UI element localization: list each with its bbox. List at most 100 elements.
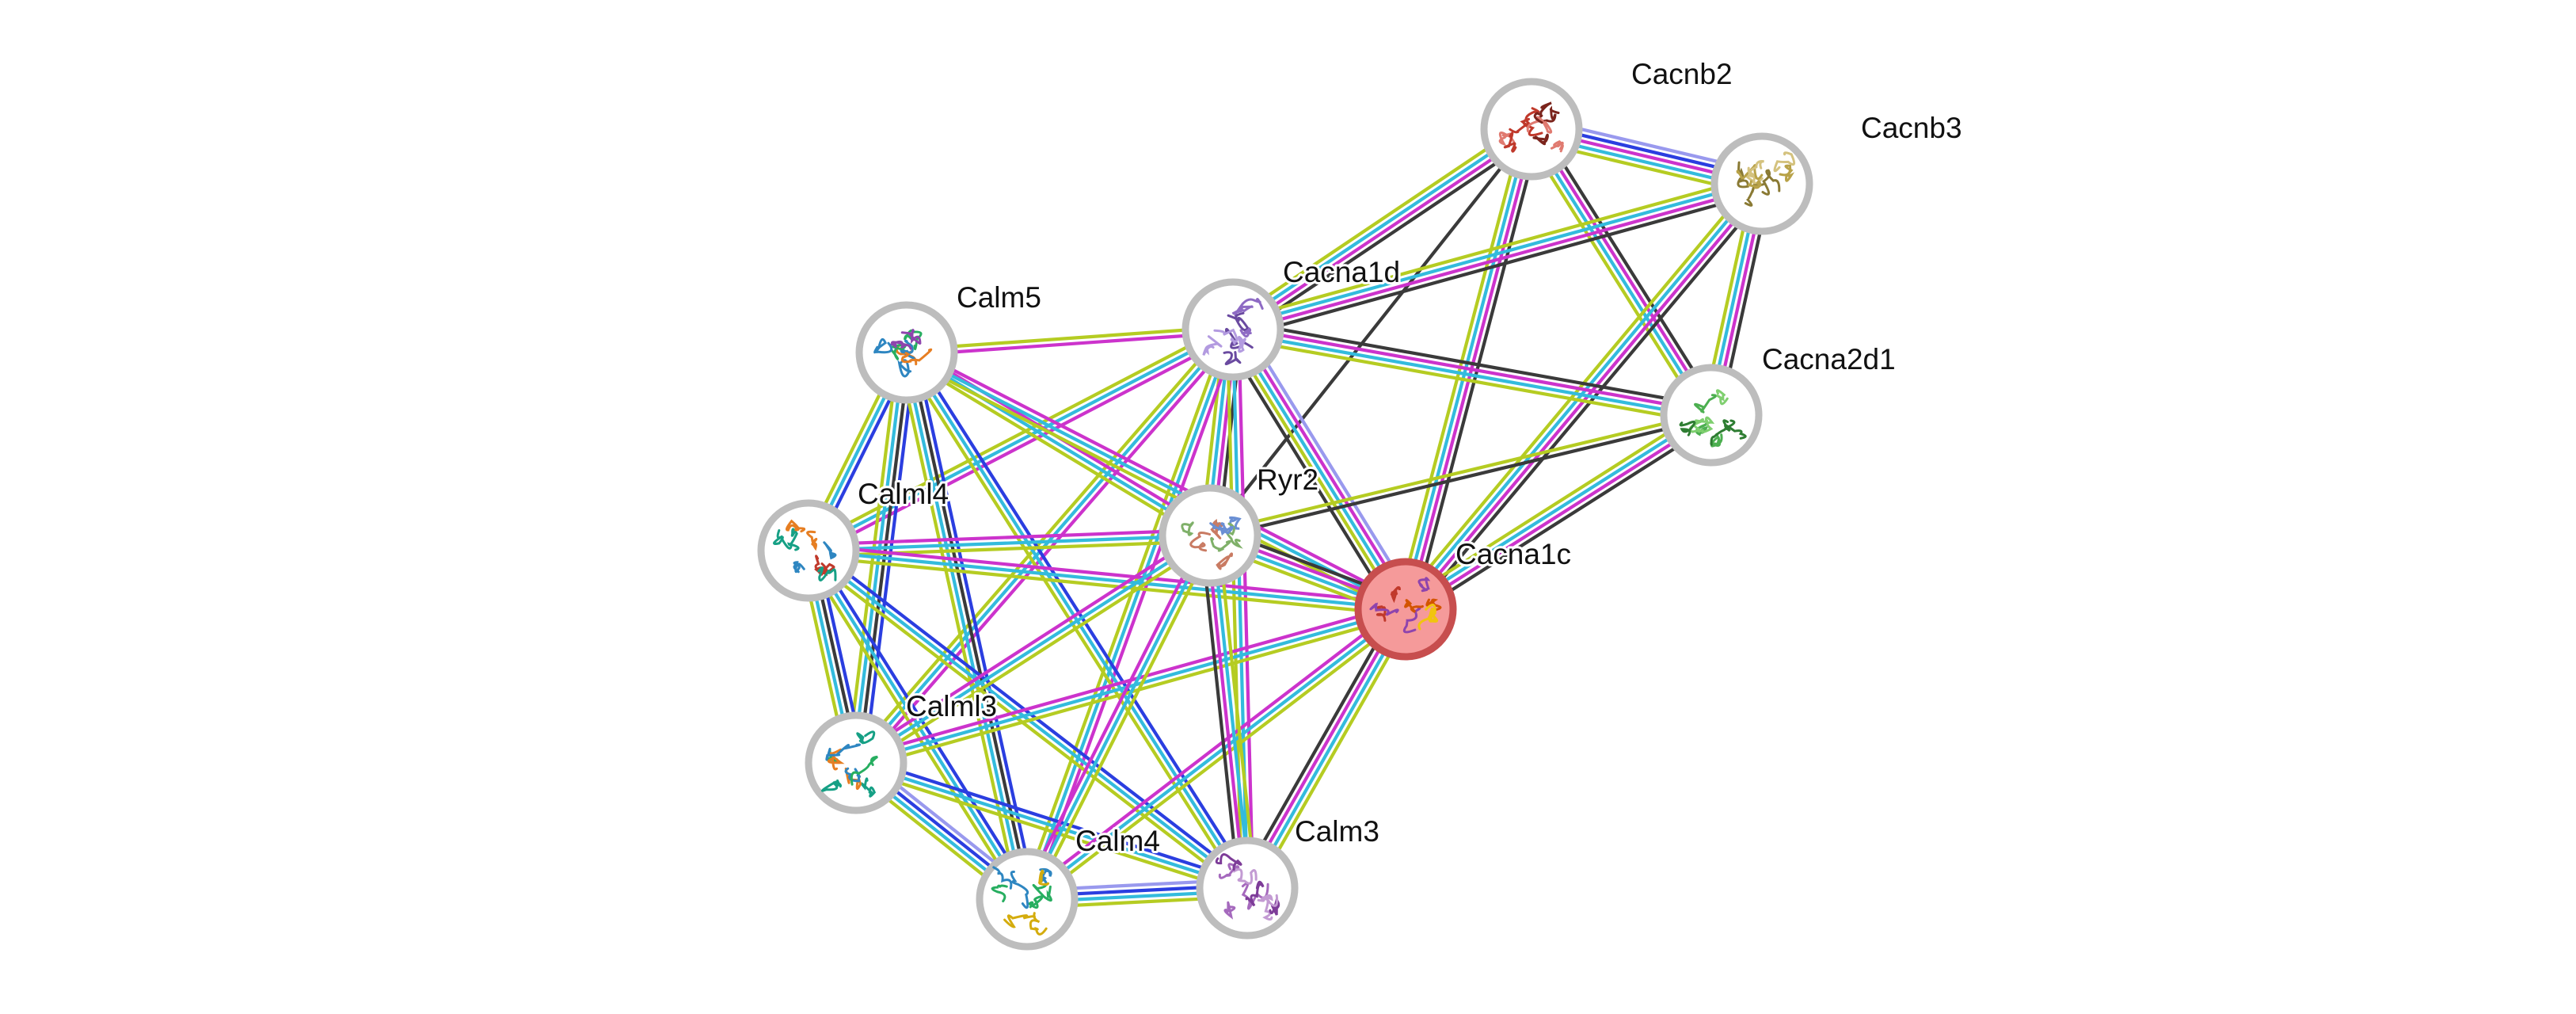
edge-cacna2d1-cacna1c[interactable]	[1400, 406, 1717, 618]
structure-strand	[860, 777, 877, 798]
edge-strand	[804, 554, 1245, 894]
structure-strand	[823, 541, 837, 560]
edges-layer	[798, 116, 1772, 909]
edge-calm5-cacna1c[interactable]	[903, 345, 1410, 616]
structure-strand	[873, 337, 893, 354]
edge-cacna1d-cacna2d1[interactable]	[1231, 319, 1714, 425]
node-ryr2[interactable]: Ryr2	[1159, 461, 1321, 587]
structure-strand	[1213, 328, 1239, 345]
edge-strand	[906, 325, 1233, 352]
edge-calm3-ryr2[interactable]	[1200, 534, 1258, 890]
structure-strand	[817, 566, 837, 581]
edge-strand	[858, 332, 1239, 768]
edge-strand	[854, 534, 1212, 764]
edge-strand	[1205, 536, 1246, 889]
edge-strand	[1234, 319, 1714, 409]
edge-strand	[1208, 128, 1533, 537]
protein-structure-icon	[1679, 389, 1747, 448]
edge-strand	[1025, 329, 1235, 900]
structure-strand	[1216, 552, 1234, 570]
structure-strand	[1747, 160, 1764, 177]
node-circle[interactable]	[1354, 558, 1457, 661]
edge-calml4-cacna1c[interactable]	[808, 543, 1406, 617]
structure-strand	[1390, 586, 1401, 604]
edge-strand	[1233, 325, 1713, 414]
edge-strand	[851, 529, 1208, 760]
edge-strand	[1236, 326, 1412, 608]
node-circle[interactable]	[757, 499, 860, 602]
structure-strand	[1773, 151, 1796, 173]
structure-strand	[1210, 536, 1231, 552]
node-label: Ryr2	[1257, 463, 1318, 496]
edge-strand	[1532, 126, 1715, 415]
node-label: Cacna1d	[1283, 256, 1400, 288]
edge-cacnb2-cacna2d1[interactable]	[1523, 124, 1720, 421]
edge-strand	[1221, 334, 1398, 616]
edge-strand	[1029, 612, 1410, 905]
edge-cacna1d-calm5[interactable]	[906, 325, 1234, 357]
structure-strand	[1498, 132, 1516, 147]
node-calm4[interactable]: Calm4	[976, 822, 1162, 951]
structure-strand	[1404, 599, 1424, 613]
structure-strand	[1181, 521, 1194, 536]
structure-strand	[1520, 117, 1543, 137]
node-calml4[interactable]: Calml4	[757, 475, 951, 602]
edge-cacnb2-ryr2[interactable]	[1208, 128, 1533, 537]
structure-strand	[825, 743, 861, 761]
node-cacna1c[interactable]: Cacna1c	[1354, 536, 1573, 661]
node-label: Calml4	[858, 478, 949, 510]
protein-structure-icon	[991, 866, 1052, 936]
edge-strand	[1238, 604, 1400, 885]
protein-structure-icon	[1181, 516, 1243, 570]
structure-strand	[1223, 351, 1242, 366]
node-cacnb2[interactable]: Cacnb2	[1480, 55, 1735, 181]
edge-strand	[1237, 329, 1255, 888]
node-circle[interactable]	[1660, 364, 1763, 467]
edge-cacna1d-cacna1c[interactable]	[1221, 322, 1417, 616]
edge-calm3-cacna1c[interactable]	[1238, 604, 1415, 894]
node-label: Calml3	[906, 690, 997, 722]
edge-calml4-ryr2[interactable]	[808, 528, 1211, 558]
node-cacna2d1[interactable]: Cacna2d1	[1660, 341, 1898, 467]
node-calml3[interactable]: Calml3	[805, 688, 999, 814]
structure-strand	[1027, 895, 1044, 909]
structure-strand	[1709, 433, 1723, 448]
edge-strand	[808, 528, 1210, 547]
node-cacna1d[interactable]: Cacna1d	[1181, 254, 1402, 381]
structure-strand	[1260, 894, 1279, 907]
node-label: Cacna1c	[1455, 538, 1571, 570]
structure-strand	[1227, 311, 1250, 332]
structure-strand	[787, 526, 800, 551]
edge-calml3-ryr2[interactable]	[851, 529, 1215, 769]
edge-strand	[903, 356, 1404, 616]
edge-strand	[1523, 132, 1706, 421]
node-circle[interactable]	[1159, 484, 1261, 587]
node-calm3[interactable]: Calm3	[1196, 813, 1382, 940]
edge-calm4-cacna1c[interactable]	[1022, 603, 1410, 905]
node-label: Cacnb3	[1861, 112, 1962, 144]
edge-strand	[808, 533, 1211, 553]
edge-strand	[1230, 173, 1760, 323]
structure-strand	[1761, 169, 1781, 196]
edge-cacnb2-cacna1d[interactable]	[1227, 120, 1538, 338]
edge-strand	[1409, 421, 1717, 618]
node-circle[interactable]	[805, 711, 907, 814]
edge-cacnb3-cacna1d[interactable]	[1230, 173, 1765, 340]
edge-strand	[1025, 535, 1212, 900]
structure-strand	[793, 561, 805, 574]
edge-strand	[1231, 328, 1407, 611]
structure-strand	[1736, 164, 1764, 181]
structure-strand	[856, 730, 876, 745]
edge-cacna2d1-ryr2[interactable]	[1208, 410, 1713, 540]
protein-structure-icon	[873, 329, 933, 378]
node-calm5[interactable]: Calm5	[855, 279, 1044, 404]
edge-calml3-calm3[interactable]	[854, 756, 1250, 895]
node-cacnb3[interactable]: Cacnb3	[1710, 109, 1965, 235]
node-label: Calm4	[1075, 825, 1160, 857]
node-label: Cacna2d1	[1762, 343, 1896, 375]
edge-calm4-ryr2[interactable]	[1020, 532, 1217, 903]
structure-strand	[1679, 420, 1696, 436]
structure-strand	[1779, 164, 1795, 182]
structure-strand	[1039, 867, 1052, 885]
structure-strand	[897, 359, 912, 378]
